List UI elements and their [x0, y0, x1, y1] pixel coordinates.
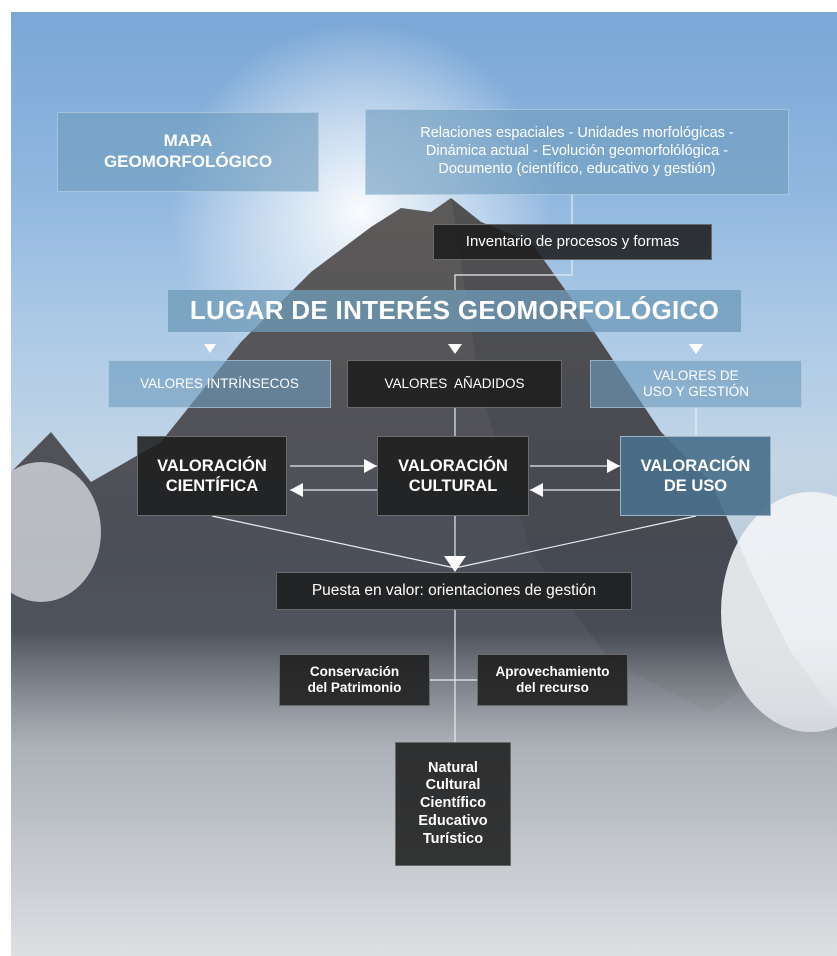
puesta-en-valor-box: Puesta en valor: orientaciones de gestió… — [276, 572, 632, 610]
conservacion-line-1: Conservación — [309, 663, 400, 679]
valoracion-cientifica-line-1: VALORACIÓN — [157, 456, 267, 475]
uso-turistico: Turístico — [422, 830, 484, 847]
relaciones-line-3: Documento (científico, educativo y gesti… — [438, 160, 716, 177]
arrow-left-icon — [290, 483, 303, 497]
valoracion-cientifica-box: VALORACIÓN CIENTÍFICA — [137, 436, 287, 516]
relaciones-box: Relaciones espaciales - Unidades morfoló… — [365, 109, 789, 195]
uso-cultural: Cultural — [425, 777, 481, 794]
puesta-en-valor-label: Puesta en valor: orientaciones de gestió… — [311, 581, 597, 599]
conservacion-line-2: del Patrimonio — [307, 680, 402, 695]
inventario-box: Inventario de procesos y formas — [433, 224, 712, 260]
valoracion-uso-box: VALORACIÓN DE USO — [620, 436, 771, 516]
valoracion-uso-line-1: VALORACIÓN — [640, 456, 751, 475]
arrow-left-icon — [530, 483, 543, 497]
relaciones-line-1: Relaciones espaciales - Unidades morfoló… — [420, 125, 734, 142]
lugar-interes-title: LUGAR DE INTERÉS GEOMORFOLÓGICO — [189, 295, 720, 326]
mapa-line-1: MAPA — [163, 131, 213, 151]
arrow-down-icon — [448, 344, 462, 354]
arrow-down-icon — [204, 344, 216, 353]
uso-educativo: Educativo — [418, 812, 488, 829]
valoracion-cultural-line-1: VALORACIÓN — [398, 456, 508, 475]
uso-cientifico: Científico — [419, 795, 487, 812]
valores-anadidos-box: VALORES AÑADIDOS — [347, 360, 562, 408]
valoracion-cultural-box: VALORACIÓN CULTURAL — [377, 436, 529, 516]
lugar-interes-box: LUGAR DE INTERÉS GEOMORFOLÓGICO — [168, 290, 741, 332]
valores-intrinsecos-label: VALORES INTRÍNSECOS — [140, 375, 299, 391]
valoracion-uso-line-2: DE USO — [663, 477, 728, 495]
valores-anadidos-label: VALORES AÑADIDOS — [384, 375, 525, 391]
usos-box: Natural Cultural Científico Educativo Tu… — [395, 742, 511, 866]
valores-uso-line-2: USO Y GESTIÓN — [642, 384, 750, 399]
uso-natural: Natural — [428, 759, 478, 776]
valores-intrinsecos-box: VALORES INTRÍNSECOS — [108, 360, 331, 408]
inventario-label: Inventario de procesos y formas — [465, 232, 680, 250]
relaciones-line-2: Dinámica actual - Evolución geomorfolóló… — [425, 143, 729, 160]
valoracion-cultural-line-2: CULTURAL — [408, 477, 498, 495]
valoracion-cientifica-line-2: CIENTÍFICA — [165, 477, 259, 495]
arrow-down-icon — [444, 556, 466, 572]
mapa-line-2: GEOMORFOLÓGICO — [103, 152, 273, 171]
aprovechamiento-line-2: del recurso — [516, 680, 589, 695]
arrow-right-icon — [607, 459, 620, 473]
arrow-down-icon — [689, 344, 703, 354]
aprovechamiento-line-1: Aprovechamiento — [495, 663, 610, 679]
valores-uso-line-1: VALORES DE — [653, 367, 739, 383]
arrow-right-icon — [364, 459, 377, 473]
